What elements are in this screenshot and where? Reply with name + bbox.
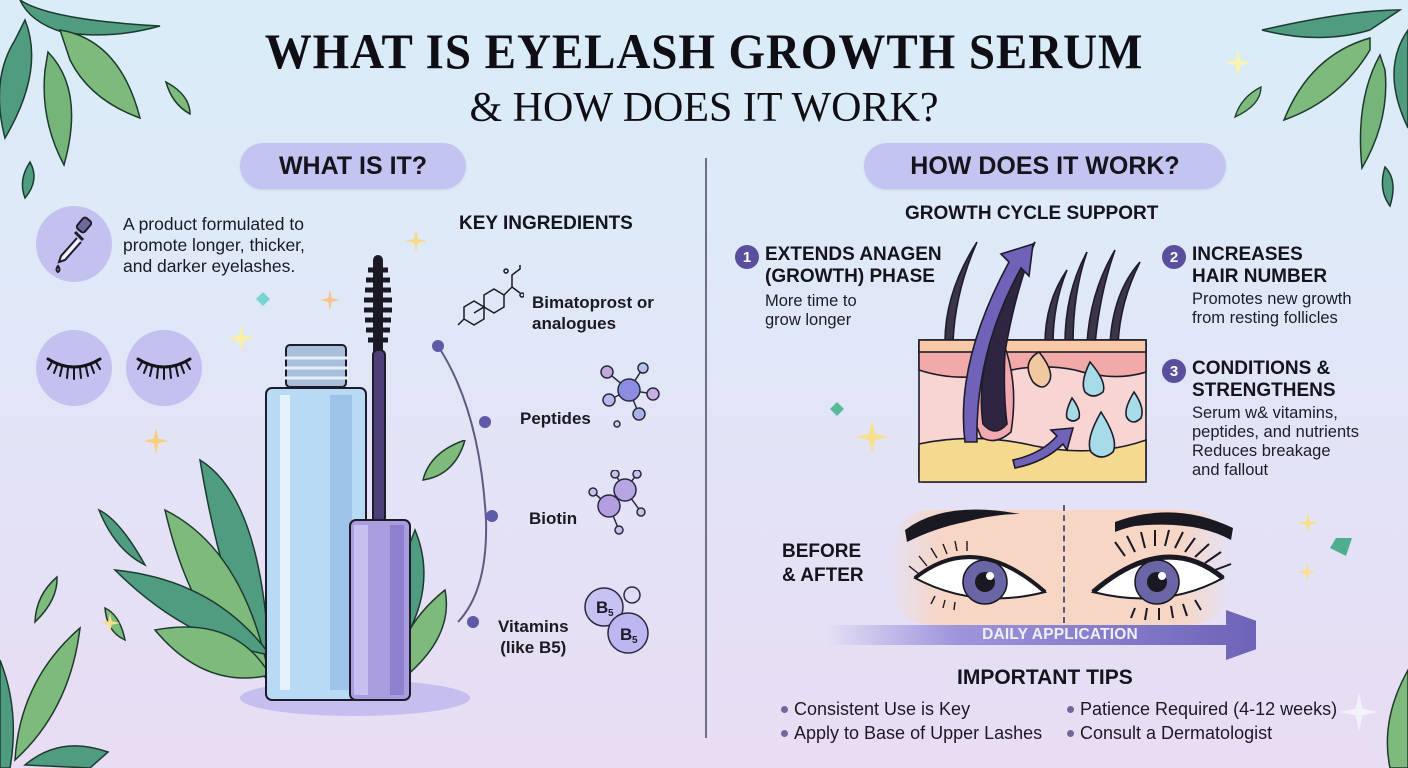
sparkle-icon — [1225, 50, 1251, 76]
sparkle-icon — [1340, 693, 1378, 731]
gem-icon — [1330, 538, 1352, 556]
sparkle-icon — [143, 428, 169, 454]
step-description: Promotes new growth from resting follicl… — [1192, 290, 1352, 327]
ingredient-biotin: Biotin — [529, 509, 578, 528]
bullet-icon — [781, 730, 788, 737]
step-description: More time to grow longer — [765, 292, 857, 329]
svg-text:5: 5 — [632, 635, 638, 646]
key-ingredients-heading: KEY INGREDIENTS — [459, 213, 633, 234]
peptide-molecule-icon — [600, 362, 660, 428]
hair-follicle-diagram-icon — [918, 241, 1147, 483]
molecule-structure-icon — [457, 265, 524, 326]
dropper-icon-circle — [36, 206, 112, 282]
leaf-small-icon — [1233, 85, 1262, 119]
what-is-it-pill: WHAT IS IT? — [240, 143, 466, 189]
dropper-icon — [55, 216, 93, 274]
serum-bottle-icon — [265, 255, 411, 701]
product-description: A product formulated to promote longer, … — [123, 214, 305, 276]
pill-label: HOW DOES IT WORK? — [910, 151, 1180, 180]
important-tips-heading: IMPORTANT TIPS — [957, 666, 1133, 689]
step-number-badge: 2 — [1162, 245, 1186, 269]
eye-after-icon — [1090, 512, 1233, 621]
eye-before-icon — [905, 509, 1048, 611]
leaf-cluster-bottom-left-icon — [0, 575, 110, 768]
sparkle-icon — [1298, 563, 1316, 581]
eyelash-icon — [136, 357, 192, 380]
page-subtitle: & HOW DOES IT WORK? — [469, 85, 939, 131]
bullet-icon — [781, 706, 788, 713]
ingredient-bimatoprost: Bimatoprost or analogues — [532, 293, 654, 333]
ingredient-vitamins: Vitamins (like B5) — [498, 617, 569, 657]
sparkle-icon — [228, 325, 254, 351]
step-description: Serum w& vitamins, peptides, and nutrien… — [1192, 404, 1359, 479]
daily-application-label: DAILY APPLICATION — [982, 626, 1138, 643]
biotin-molecule-icon — [588, 470, 646, 535]
sparkle-icon — [855, 420, 889, 454]
vitamin-b5-icon: B 5 B 5 — [584, 586, 649, 654]
svg-text:B: B — [620, 625, 632, 644]
page-title: WHAT IS EYELASH GROWTH SERUM — [264, 23, 1144, 79]
eyelash-circle-2 — [126, 330, 202, 406]
step-title: INCREASES HAIR NUMBER — [1192, 244, 1328, 287]
sparkle-icon — [1298, 513, 1318, 533]
before-after-divider — [1063, 505, 1065, 623]
growth-cycle-heading: GROWTH CYCLE SUPPORT — [905, 203, 1159, 224]
eyelash-icon — [46, 357, 102, 380]
sparkle-icon — [100, 613, 120, 633]
tip-item: Patience Required (4-12 weeks) — [1067, 699, 1337, 720]
column-divider — [705, 158, 707, 738]
ingredient-timeline-line — [432, 340, 498, 628]
leaf-cluster-top-left-icon — [0, 0, 191, 200]
step-title: EXTENDS ANAGEN (GROWTH) PHASE — [765, 244, 942, 287]
sparkle-icon — [320, 290, 340, 310]
bullet-icon — [1067, 706, 1074, 713]
eyelash-circle-1 — [36, 330, 112, 406]
leaf-plant-icon — [97, 440, 466, 685]
gem-icon — [830, 402, 844, 416]
tip-item: Consistent Use is Key — [781, 699, 970, 720]
pill-label: WHAT IS IT? — [278, 151, 428, 180]
sparkle-icon — [405, 230, 427, 252]
how-does-it-work-pill: HOW DOES IT WORK? — [864, 143, 1226, 189]
step-title: CONDITIONS & STRENGTHENS — [1192, 358, 1336, 401]
bullet-icon — [1067, 730, 1074, 737]
ingredient-peptides: Peptides — [520, 409, 591, 428]
before-after-label: BEFORE & AFTER — [782, 541, 864, 586]
svg-text:B: B — [596, 598, 608, 617]
gem-icon — [256, 292, 270, 306]
step-number-badge: 3 — [1162, 359, 1186, 383]
step-number-badge: 1 — [735, 245, 759, 269]
tip-item: Apply to Base of Upper Lashes — [781, 723, 1042, 744]
leaf-cluster-top-right-icon — [1261, 9, 1408, 208]
tip-item: Consult a Dermatologist — [1067, 723, 1272, 744]
svg-text:5: 5 — [608, 608, 614, 619]
